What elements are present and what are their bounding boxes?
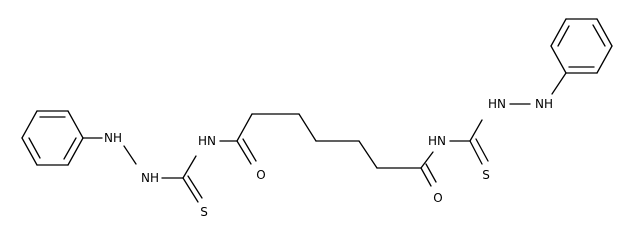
bond xyxy=(551,72,567,95)
atom-label: S xyxy=(482,168,490,182)
right-phenyl-ring xyxy=(550,18,613,74)
bond xyxy=(469,119,483,142)
atom-label: S xyxy=(200,205,208,219)
atom-label: O xyxy=(256,168,265,182)
structure-diagram: NH NH S HN O O HN S HN NH xyxy=(21,18,613,219)
atom-label: HN xyxy=(488,97,506,111)
bond xyxy=(550,18,567,47)
molecule-canvas: NH NH S HN O O HN S HN NH xyxy=(21,18,613,219)
aromatic-bond xyxy=(592,24,606,47)
bond xyxy=(236,140,252,165)
bond xyxy=(187,175,203,199)
aromatic-bond xyxy=(28,137,41,159)
aromatic-bond xyxy=(557,25,570,47)
bond xyxy=(242,138,257,162)
aromatic-bond xyxy=(63,137,77,160)
bond xyxy=(358,140,378,169)
left-phenyl-ring xyxy=(21,110,84,166)
bond xyxy=(469,140,483,165)
bond xyxy=(67,110,84,139)
bond xyxy=(550,45,567,74)
bond xyxy=(236,113,253,142)
bond xyxy=(420,167,432,187)
bond xyxy=(596,45,613,74)
bond xyxy=(298,113,317,142)
atom-label: HN xyxy=(428,134,446,148)
atom-label: HN xyxy=(198,134,216,148)
bond xyxy=(123,145,137,165)
atom-label: NH xyxy=(104,131,122,145)
atom-label: O xyxy=(433,191,442,205)
bond xyxy=(67,137,84,166)
bond xyxy=(420,151,434,169)
bond xyxy=(475,138,489,162)
carbon-chain xyxy=(236,113,422,169)
bond xyxy=(425,163,437,183)
bond xyxy=(21,137,38,166)
atom-label: NH xyxy=(535,97,553,111)
bond xyxy=(596,18,613,47)
bond xyxy=(182,155,197,179)
atom-label: NH xyxy=(141,171,159,185)
bond xyxy=(182,177,199,203)
bond xyxy=(21,110,38,139)
